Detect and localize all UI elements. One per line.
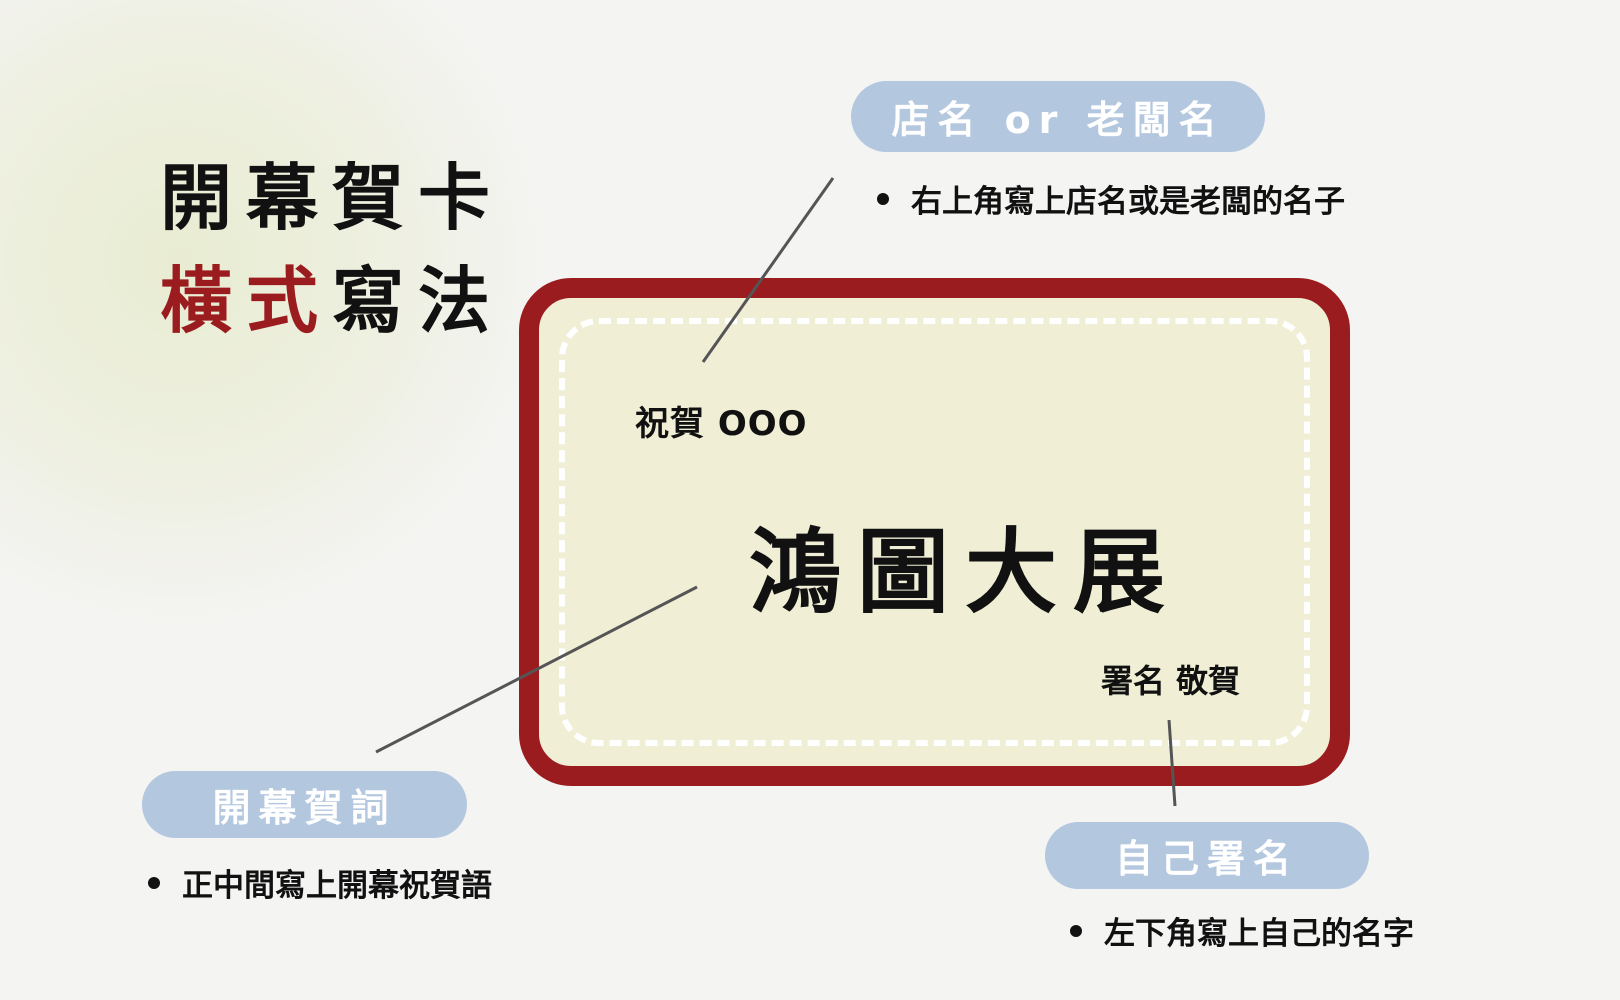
connector-line-shop: [701, 177, 835, 363]
title-line-2: 橫式寫法: [160, 265, 504, 337]
callout-bullet-signature: 左下角寫上自己的名字: [1070, 908, 1414, 953]
card-greeting: 祝賀 OOO: [635, 404, 808, 444]
bullet-dot-icon: [1070, 924, 1082, 937]
title-line-1: 開幕賀卡: [160, 162, 504, 234]
callout-description: 右上角寫上店名或是老闆的名子: [911, 184, 1345, 220]
callout-bullet-message: 正中間寫上開幕祝賀語: [148, 860, 492, 905]
title-highlight: 橫式: [160, 259, 333, 343]
callout-pill-shop-name: 店名 or 老闆名: [851, 81, 1265, 152]
callout-pill-signature: 自己署名: [1045, 822, 1369, 889]
title-text-rest: 寫法: [332, 259, 505, 343]
bullet-dot-icon: [148, 876, 160, 889]
title-text: 開幕賀卡: [160, 156, 505, 240]
card-signature: 署名 敬賀: [1101, 662, 1241, 700]
callout-label: 店名 or 老闆名: [891, 98, 1225, 142]
callout-label: 自己署名: [1114, 837, 1299, 881]
connector-line-signature: [1167, 719, 1177, 807]
callout-pill-message: 開幕賀詞: [142, 771, 467, 838]
callout-bullet-shop-name: 右上角寫上店名或是老闆的名子: [877, 176, 1345, 221]
callout-description: 正中間寫上開幕祝賀語: [182, 868, 492, 904]
callout-label: 開幕賀詞: [212, 786, 397, 830]
bullet-dot-icon: [877, 192, 889, 205]
dashed-border: [559, 318, 1310, 746]
card-main-text: 鴻圖大展: [749, 519, 1182, 626]
connector-line-message: [375, 585, 698, 754]
callout-description: 左下角寫上自己的名字: [1104, 916, 1414, 952]
greeting-card: 祝賀 OOO 鴻圖大展 署名 敬賀: [519, 278, 1350, 786]
